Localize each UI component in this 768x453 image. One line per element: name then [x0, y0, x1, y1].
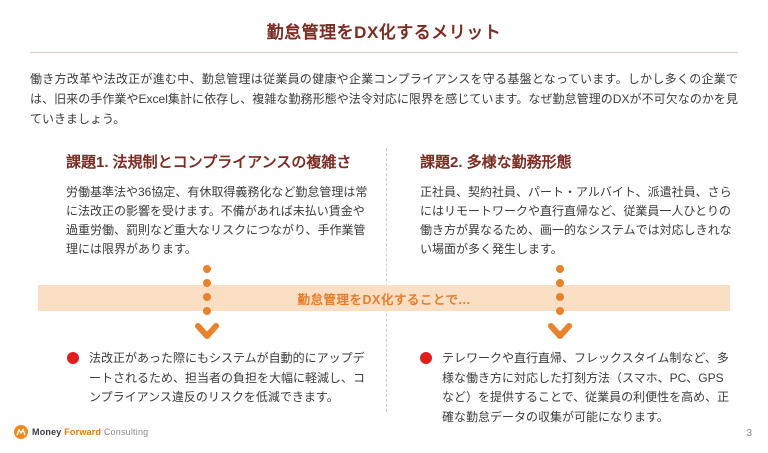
issue-2-block: 課題2. 多様な勤務形態 正社員、契約社員、パート・アルバイト、派遣社員、さらに… [384, 153, 768, 259]
transition-zone: 勤怠管理をDX化することで... [0, 263, 768, 347]
benefit-2-block: テレワークや直行直帰、フレックスタイム制など、多様な働き方に対応した打刻方法（ス… [384, 349, 768, 427]
arrow-dot [556, 279, 564, 287]
down-arrow-icon [193, 265, 221, 345]
issue-1-block: 課題1. 法規制とコンプライアンスの複雑さ 労働基準法や36協定、有休取得義務化… [0, 153, 384, 259]
arrow-dot [556, 265, 564, 273]
issues-section: 課題1. 法規制とコンプライアンスの複雑さ 労働基準法や36協定、有休取得義務化… [0, 153, 768, 259]
issue-2-body: 正社員、契約社員、パート・アルバイト、派遣社員、さらにはリモートワークや直行直帰… [420, 185, 732, 256]
money-forward-logo-icon [14, 425, 28, 439]
down-arrow-icon [546, 265, 574, 345]
arrow-dot [556, 293, 564, 301]
arrow-dot [203, 279, 211, 287]
benefit-1-block: 法改正があった際にもシステムが自動的にアップデートされるため、担当者の負担を大幅… [0, 349, 384, 427]
column-dashed-divider [386, 148, 387, 412]
red-ring-icon [67, 352, 79, 364]
issue-1-body: 労働基準法や36協定、有休取得義務化など勤怠管理は常に法改正の影響を受けます。不… [66, 185, 368, 256]
page-number: 3 [746, 428, 752, 439]
red-ring-icon [420, 352, 432, 364]
issue-1-heading: 課題1. 法規制とコンプライアンスの複雑さ [66, 154, 352, 171]
logo-text-forward: Forward [64, 427, 102, 437]
slide: 勤怠管理をDX化するメリット 働き方改革や法改正が進む中、勤怠管理は従業員の健康… [0, 20, 768, 453]
intro-paragraph: 働き方改革や法改正が進む中、勤怠管理は従業員の健康や企業コンプライアンスを守る基… [30, 72, 738, 126]
logo-text-consulting: Consulting [103, 427, 149, 437]
chevron-down-icon [195, 323, 219, 339]
logo-text-money: Money [32, 427, 62, 437]
arrow-dot [203, 265, 211, 273]
chevron-down-icon [548, 323, 572, 339]
arrow-dot [203, 293, 211, 301]
benefit-1-body: 法改正があった際にもシステムが自動的にアップデートされるため、担当者の負担を大幅… [89, 351, 366, 404]
money-forward-consulting-logo: Money Forward Consulting [14, 425, 148, 439]
dx-banner: 勤怠管理をDX化することで... [38, 285, 730, 311]
title-divider [30, 52, 738, 53]
page-title: 勤怠管理をDX化するメリット [266, 23, 502, 42]
arrow-dot [556, 307, 564, 315]
dx-banner-label: 勤怠管理をDX化することで... [297, 292, 471, 307]
benefits-section: 法改正があった際にもシステムが自動的にアップデートされるため、担当者の負担を大幅… [0, 349, 768, 427]
benefit-2-body: テレワークや直行直帰、フレックスタイム制など、多様な働き方に対応した打刻方法（ス… [442, 351, 730, 424]
arrow-dot [203, 307, 211, 315]
issue-2-heading: 課題2. 多様な勤務形態 [420, 154, 572, 171]
